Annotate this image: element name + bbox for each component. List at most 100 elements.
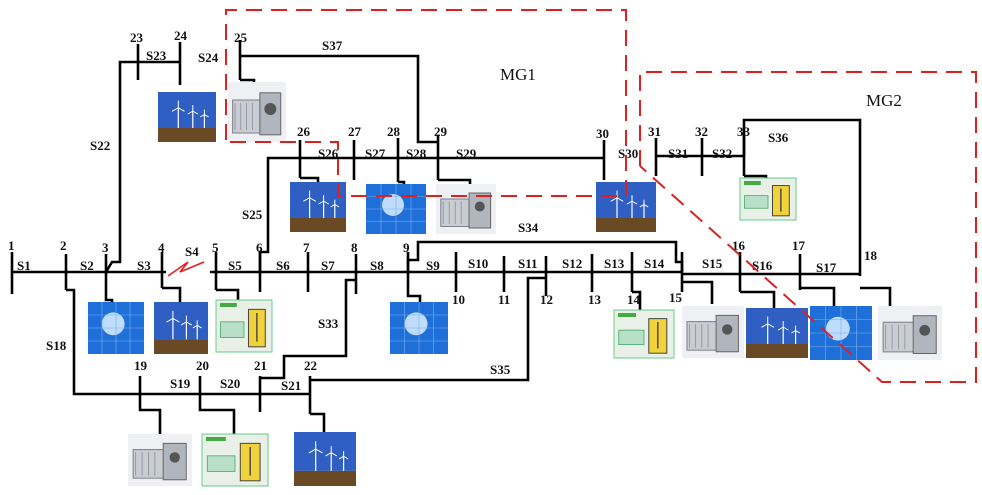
solar-panel-icon bbox=[366, 184, 426, 234]
node-17-drop bbox=[800, 286, 836, 306]
node-label: 12 bbox=[540, 292, 553, 307]
node-label: 10 bbox=[452, 292, 465, 307]
diesel-generator-icon bbox=[128, 434, 192, 486]
node-16-drop bbox=[740, 290, 776, 308]
node-label: 30 bbox=[596, 126, 609, 141]
energy-storage-icon bbox=[215, 299, 273, 353]
tie-line-s35 bbox=[310, 276, 546, 382]
switch-label: S7 bbox=[321, 258, 335, 273]
solar-panel-icon bbox=[810, 306, 872, 360]
switch-label: S28 bbox=[406, 146, 427, 161]
switch-label: S11 bbox=[518, 256, 538, 271]
node-9-drop bbox=[406, 292, 422, 304]
node-label: 16 bbox=[732, 238, 746, 253]
node-label: 2 bbox=[60, 238, 67, 253]
switch-label: S10 bbox=[468, 256, 488, 271]
node-label: 7 bbox=[303, 240, 310, 255]
node-label: 29 bbox=[434, 124, 448, 139]
mg1-boundary bbox=[225, 9, 627, 197]
diesel-generator-icon bbox=[228, 82, 286, 142]
wind-turbine-icon bbox=[154, 302, 208, 354]
switch-label: S18 bbox=[46, 338, 67, 353]
branch-s18 bbox=[66, 288, 310, 396]
node-label: 21 bbox=[254, 358, 267, 373]
switch-label: S5 bbox=[228, 258, 242, 273]
node-19-drop bbox=[138, 394, 162, 436]
node-label: 20 bbox=[196, 358, 209, 373]
switch-label: S25 bbox=[242, 207, 263, 222]
node-3-drop bbox=[104, 290, 114, 304]
switch-label: S1 bbox=[17, 258, 31, 273]
node-label: 3 bbox=[102, 240, 109, 255]
node-label: 17 bbox=[792, 238, 806, 253]
energy-storage-icon bbox=[613, 309, 675, 359]
node-label: 13 bbox=[588, 292, 602, 307]
distributed-generators bbox=[88, 82, 942, 487]
node-22-drop bbox=[310, 412, 326, 432]
node-label: 33 bbox=[737, 124, 751, 139]
node-label: 14 bbox=[627, 292, 641, 307]
switch-label: S36 bbox=[768, 130, 789, 145]
switch-label: S2 bbox=[80, 258, 94, 273]
node-label: 8 bbox=[351, 240, 358, 255]
switch-label: S33 bbox=[318, 316, 339, 331]
switch-label: S21 bbox=[281, 378, 301, 393]
node-label: 23 bbox=[130, 30, 144, 45]
microgrid-boundaries bbox=[225, 9, 977, 383]
solar-panel-icon bbox=[88, 302, 144, 354]
switch-label: S4 bbox=[185, 244, 199, 259]
switch-label: S8 bbox=[370, 258, 384, 273]
switch-label: S16 bbox=[752, 258, 773, 273]
energy-storage-icon bbox=[739, 177, 797, 221]
node-label: 27 bbox=[348, 124, 362, 139]
switch-label: S26 bbox=[318, 146, 339, 161]
tie-line-s33 bbox=[260, 278, 356, 380]
wind-turbine-icon bbox=[596, 182, 656, 232]
feeder-lines bbox=[10, 40, 892, 436]
node-label: 5 bbox=[212, 240, 219, 255]
solar-panel-icon bbox=[390, 302, 448, 354]
switch-label: S31 bbox=[668, 146, 688, 161]
switch-label: S37 bbox=[322, 38, 343, 53]
microgrid-label: MG1 bbox=[500, 65, 536, 84]
node-5-drop bbox=[216, 288, 240, 302]
node-20-drop bbox=[198, 394, 236, 436]
microgrid-label: MG2 bbox=[866, 91, 902, 110]
switch-label: S24 bbox=[198, 50, 219, 65]
switch-label: S29 bbox=[456, 146, 477, 161]
node-14-drop bbox=[632, 290, 642, 310]
switch-label: S23 bbox=[146, 48, 167, 63]
switch-label: S14 bbox=[644, 256, 665, 271]
node-label: 26 bbox=[297, 124, 311, 139]
fault-marker bbox=[167, 261, 205, 277]
node-label: 9 bbox=[403, 240, 410, 255]
switch-label: S22 bbox=[90, 138, 110, 153]
node-label: 32 bbox=[695, 124, 708, 139]
node-label: 28 bbox=[387, 124, 401, 139]
switch-label: S17 bbox=[816, 260, 837, 275]
wind-turbine-icon bbox=[158, 92, 216, 142]
node-label: 19 bbox=[134, 358, 148, 373]
diesel-generator-icon bbox=[878, 306, 942, 360]
switch-label: S34 bbox=[518, 220, 539, 235]
switch-label: S15 bbox=[702, 256, 723, 271]
node-label: 15 bbox=[669, 290, 683, 305]
switch-label: S27 bbox=[365, 146, 386, 161]
switch-label: S20 bbox=[220, 376, 240, 391]
switch-label: S6 bbox=[276, 258, 290, 273]
node-label: 25 bbox=[234, 30, 248, 45]
switch-label: S30 bbox=[618, 146, 638, 161]
switch-label: S13 bbox=[604, 256, 625, 271]
switch-label: S19 bbox=[170, 376, 191, 391]
node-label: 31 bbox=[648, 124, 661, 139]
node-label: 18 bbox=[864, 248, 878, 263]
switch-label: S35 bbox=[490, 362, 511, 377]
tie-line-s37 bbox=[240, 54, 438, 144]
node-label: 4 bbox=[158, 240, 165, 255]
energy-storage-icon bbox=[201, 433, 269, 487]
node-label: 22 bbox=[304, 358, 317, 373]
node-label: 24 bbox=[174, 28, 188, 43]
